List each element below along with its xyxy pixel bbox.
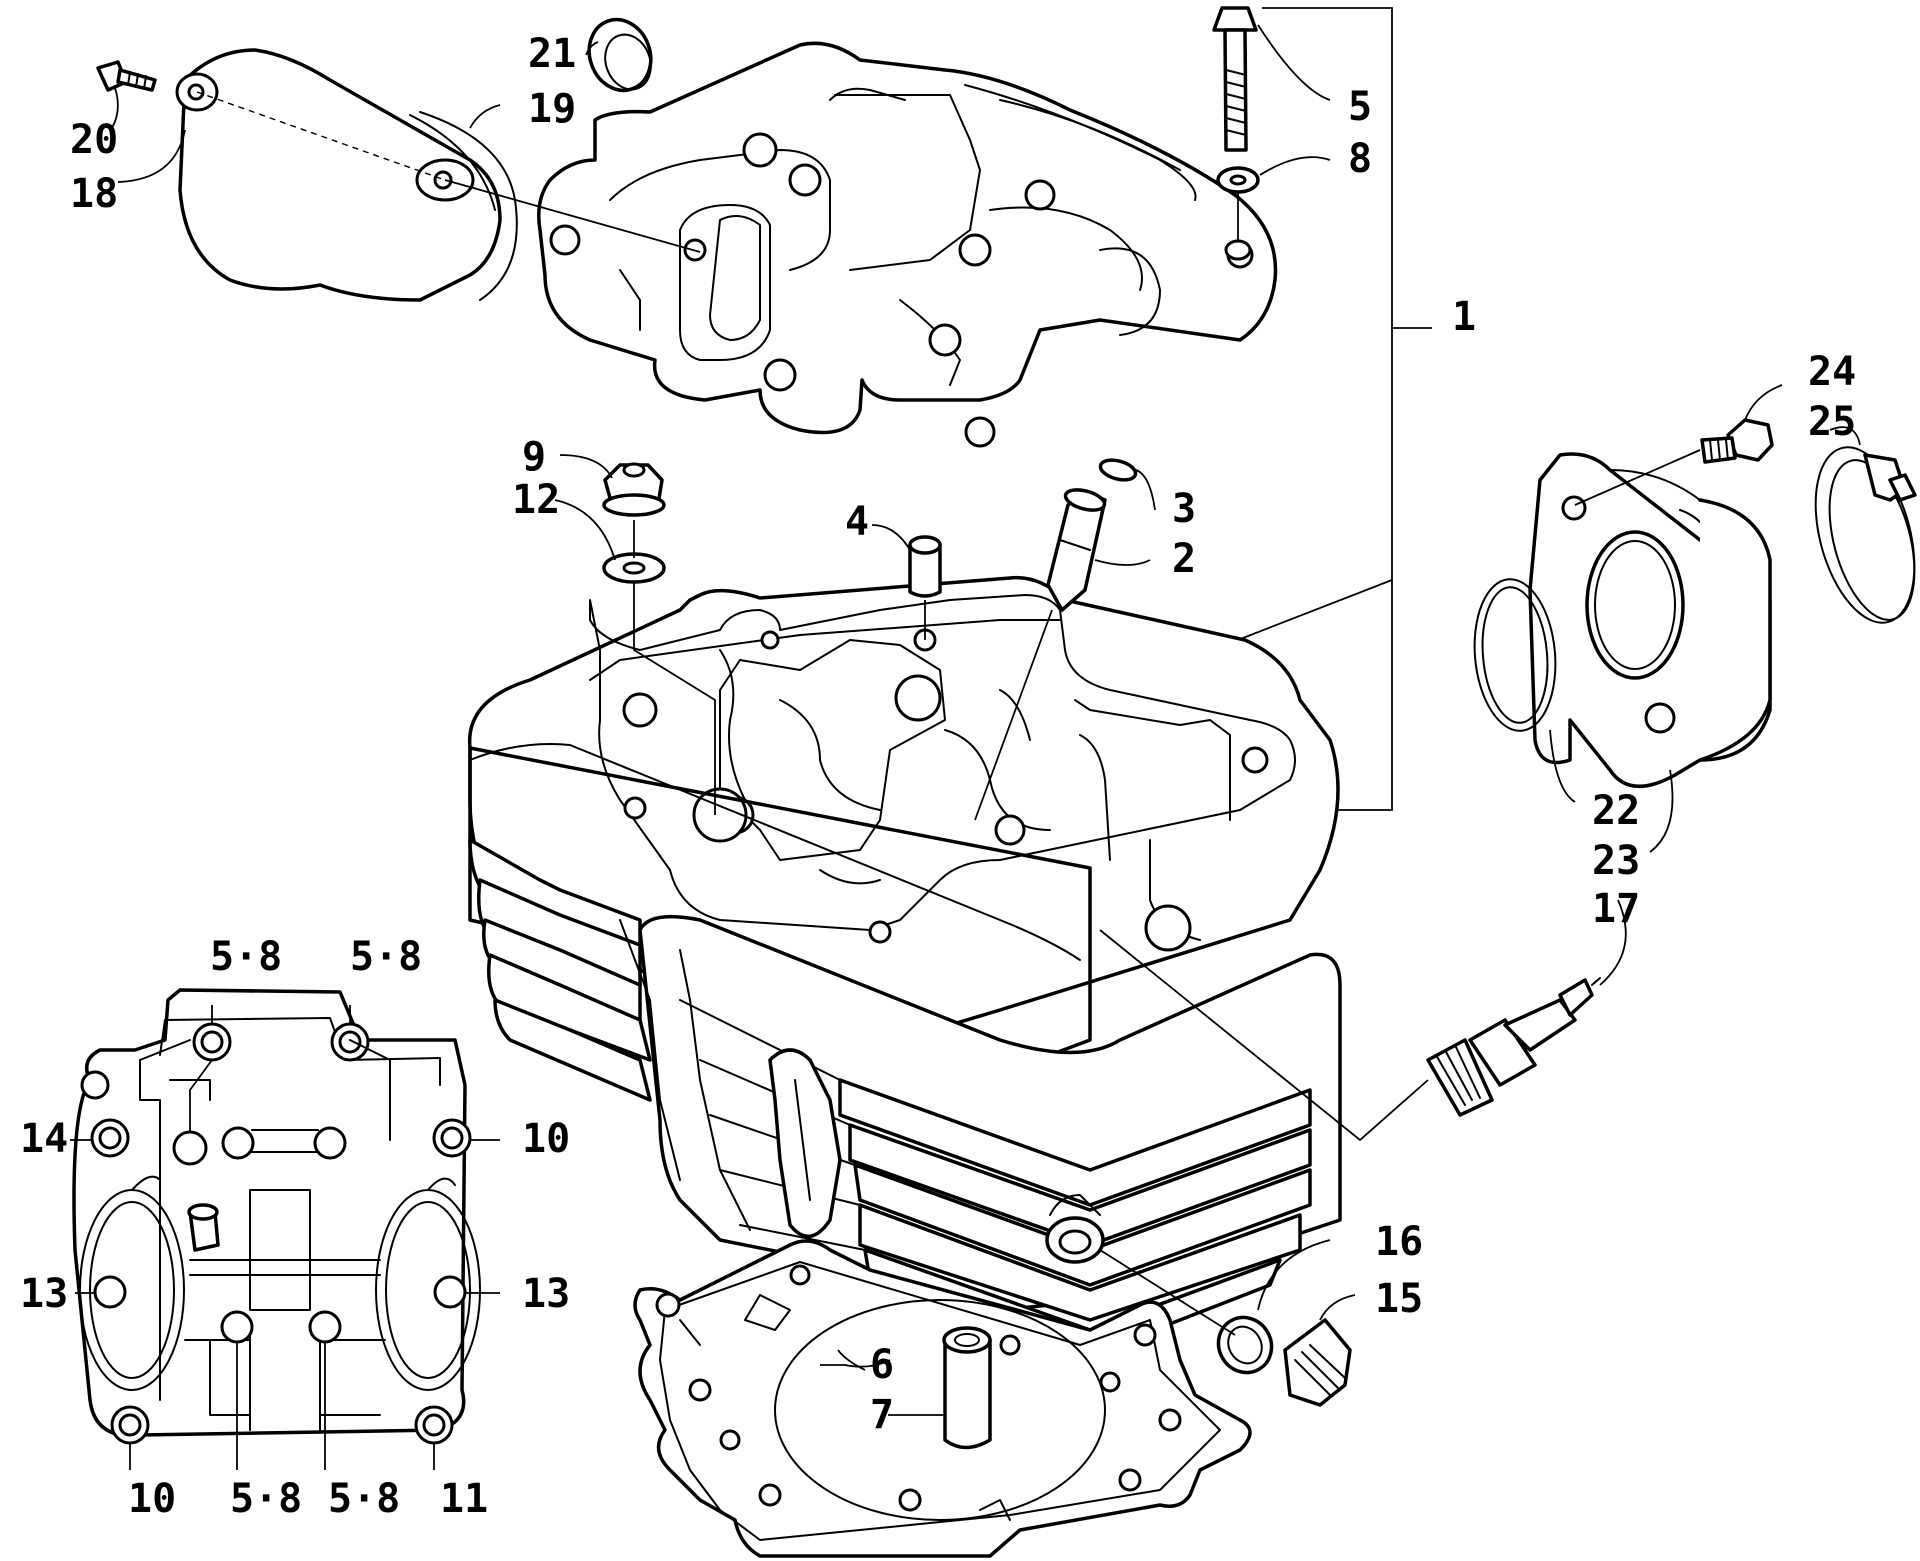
callout-c14: 14	[20, 1116, 68, 1162]
callout-c13b: 13	[522, 1271, 570, 1317]
base-gasket	[633, 1239, 1252, 1558]
callout-c6: 6	[870, 1342, 894, 1388]
callout-c21: 21	[528, 31, 576, 77]
callout-c2: 2	[1172, 536, 1196, 582]
drain-plug	[1099, 1239, 1356, 1407]
callout-c12: 12	[512, 477, 560, 523]
callout-c16: 16	[1375, 1219, 1423, 1265]
callout-c58b: 5·8	[350, 934, 422, 980]
callout-c4: 4	[845, 499, 869, 545]
callout-c19: 19	[528, 86, 576, 132]
callout-c58c: 5·8	[230, 1476, 302, 1522]
bolt-5	[1212, 6, 1331, 261]
callout-c9: 9	[522, 434, 546, 480]
callout-c10a: 10	[522, 1116, 570, 1162]
intake-housing	[1473, 384, 1917, 853]
callout-c1: 1	[1452, 294, 1476, 340]
cap-21	[585, 17, 653, 93]
callout-c17: 17	[1592, 886, 1640, 932]
callout-c10b: 10	[128, 1476, 176, 1522]
callout-c23: 23	[1592, 838, 1640, 884]
tensioner-cover	[96, 48, 701, 302]
callout-c8a: 8	[1348, 136, 1372, 182]
spark-plug	[1099, 899, 1627, 1142]
callout-c22: 22	[1592, 788, 1640, 834]
callout-c3: 3	[1172, 486, 1196, 532]
callout-c13a: 13	[20, 1271, 68, 1317]
callout-c11: 11	[440, 1476, 488, 1522]
cylinder-head	[467, 575, 1342, 1357]
callout-c15: 15	[1375, 1276, 1423, 1322]
callout-c58d: 5·8	[328, 1476, 400, 1522]
inset-top-view	[70, 988, 500, 1470]
callout-c24: 24	[1808, 349, 1856, 395]
dowel-4	[871, 524, 942, 640]
valve-cover	[537, 41, 1278, 448]
callout-c58a: 5·8	[210, 934, 282, 980]
callout-c5: 5	[1348, 84, 1372, 130]
callout-c18: 18	[70, 171, 118, 217]
callout-c25: 25	[1808, 399, 1856, 445]
nut-9	[554, 454, 716, 815]
callout-c7: 7	[870, 1392, 894, 1438]
callout-c20: 20	[70, 117, 118, 163]
guide-2	[974, 458, 1156, 821]
